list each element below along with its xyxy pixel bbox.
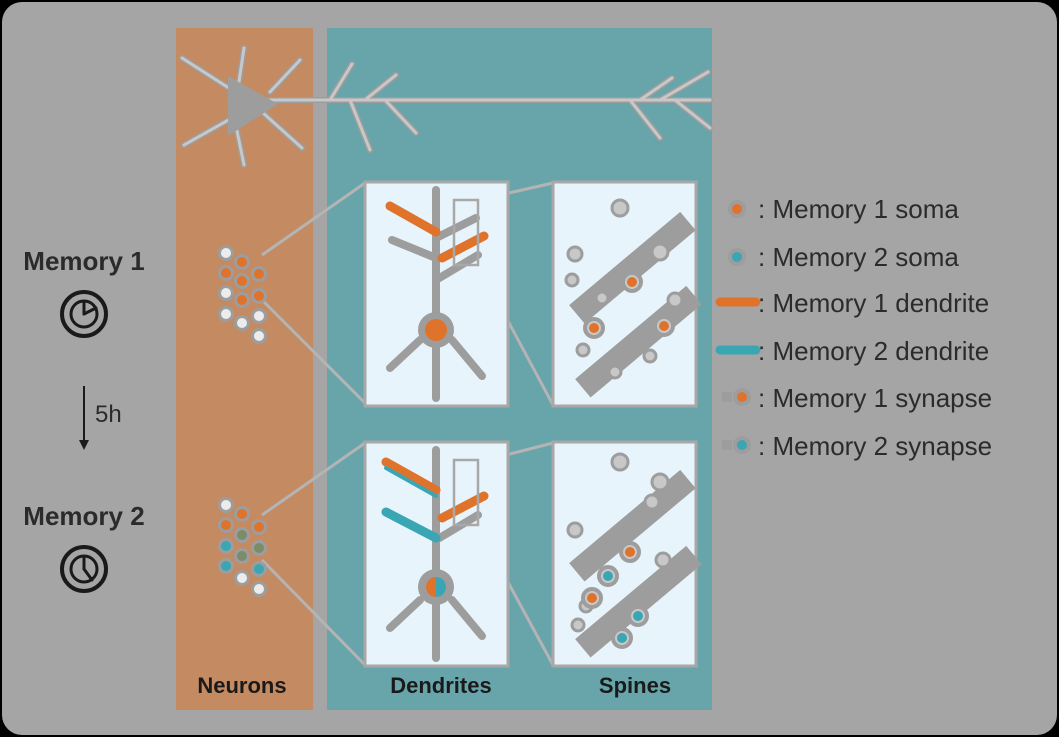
legend-label-m2-synapse: : Memory 2 synapse [758,431,992,461]
legend-label-m1-synapse: : Memory 1 synapse [758,383,992,413]
neuron-cell-core [254,522,264,532]
neuron-cell-core [237,509,247,519]
neuron-cell-core [254,584,264,594]
neuron-cell-core [221,268,231,278]
soma-memory1 [425,319,447,341]
soma-memory2 [426,577,446,597]
clock-icon [60,545,108,593]
clock-icon [60,290,108,338]
neuron-cluster-memory2 [218,497,267,597]
neuron-cell-core [237,551,247,561]
neuron-cell-core [254,291,264,301]
legend-label-m2-dendrite: : Memory 2 dendrite [758,336,989,366]
legend-marker-m1-synapse [722,388,751,406]
legend-marker-m2-soma [728,248,746,266]
neurons-panel [176,28,313,710]
dendrite-tree-memory2 [381,446,489,662]
memory1-label: Memory 1 [23,246,144,276]
neuron-cell-core [221,309,231,319]
neuron-cell-core [237,530,247,540]
legend-label-m2-soma: : Memory 2 soma [758,242,959,272]
neuron-cell-core [254,269,264,279]
spines-label: Spines [599,673,671,698]
legend-label-m1-soma: : Memory 1 soma [758,194,959,224]
neuron-soma-triangle [228,76,278,136]
spines-memory2 [566,452,702,658]
dendrite-tree-memory1 [385,186,489,402]
arrow-down-icon [79,386,89,450]
dendrites-label: Dendrites [390,673,491,698]
neuron-cluster-memory1 [218,245,267,344]
neuron-cell-core [221,500,231,510]
legend-marker-m2-synapse [722,436,751,454]
neuron-cell-core [237,573,247,583]
neuron-cell-core [254,331,264,341]
legend-label-m1-dendrite: : Memory 1 dendrite [758,288,989,318]
neuron-cell-core [221,248,231,258]
neuron-cell-core [221,520,231,530]
interval-label: 5h [95,401,122,428]
neurons-label: Neurons [197,673,286,698]
zoom-box [452,198,480,267]
neuron-cell-core [254,564,264,574]
zoom-box [452,458,480,527]
neuron-cell-core [237,257,247,267]
neuron-cell-core [254,543,264,553]
neuron-cell-core [221,288,231,298]
neuron-cell-core [221,541,231,551]
spines-memory1 [564,198,702,398]
memory2-label: Memory 2 [23,501,144,531]
legend: : Memory 1 soma : Memory 2 soma : Memory… [715,194,992,461]
neuron-cell-core [221,561,231,571]
neuron-cell-core [237,295,247,305]
pyramidal-neuron [179,45,713,168]
legend-marker-m1-soma [728,200,746,218]
neuron-cell-core [237,276,247,286]
neuron-cell-core [237,318,247,328]
neuron-cell-core [254,311,264,321]
